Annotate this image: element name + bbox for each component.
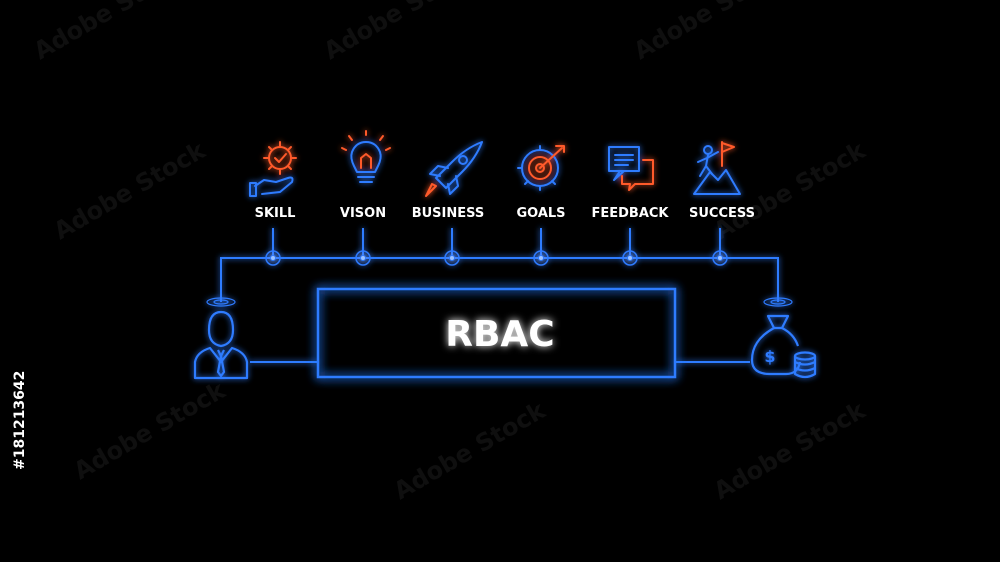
mountain-flag-icon xyxy=(693,141,741,195)
node-business xyxy=(444,250,460,266)
watermark-text: Adobe Stock xyxy=(709,136,871,246)
connector-lines xyxy=(220,228,779,363)
chat-bubbles-icon xyxy=(608,146,654,191)
node-success xyxy=(712,250,728,266)
diagram-title: RBAC xyxy=(445,314,554,355)
money-bag-icon: $ xyxy=(750,314,817,379)
watermark-layer: Adobe Stock Adobe Stock Adobe Stock Adob… xyxy=(29,0,871,505)
watermark-text: Adobe Stock xyxy=(69,376,231,486)
label-business: BUSINESS xyxy=(412,206,485,221)
rocket-icon xyxy=(425,141,483,197)
label-skill: SKILL xyxy=(255,206,296,221)
watermark-text: Adobe Stock xyxy=(709,396,871,506)
node-goals xyxy=(533,250,549,266)
ripple-left xyxy=(206,297,236,307)
bus-nodes xyxy=(206,250,793,307)
rbac-box xyxy=(316,287,677,379)
ripple-right xyxy=(763,297,793,307)
label-goals: GOALS xyxy=(516,206,565,221)
watermark-text: Adobe Stock xyxy=(319,0,481,65)
item-icons xyxy=(249,130,741,197)
watermark-text: Adobe Stock xyxy=(29,0,191,65)
watermark-text: Adobe Stock xyxy=(629,0,791,65)
dollar-glyph: $ xyxy=(764,347,775,366)
node-feedback xyxy=(622,250,638,266)
item-labels: SKILL VISON BUSINESS GOALS FEEDBACK SUCC… xyxy=(255,206,755,221)
gear-hand-icon xyxy=(249,141,297,197)
node-vison xyxy=(355,250,371,266)
node-skill xyxy=(265,250,281,266)
lightbulb-icon xyxy=(341,130,391,183)
label-success: SUCCESS xyxy=(689,206,755,221)
watermark-text: Adobe Stock xyxy=(49,136,211,246)
watermark-text: Adobe Stock xyxy=(389,396,551,506)
stock-id: #181213642 xyxy=(12,371,28,470)
label-feedback: FEEDBACK xyxy=(591,206,669,221)
target-gear-icon xyxy=(517,145,565,191)
user-icon xyxy=(193,310,249,380)
top-bus-line xyxy=(220,257,779,302)
label-vison: VISON xyxy=(340,206,386,221)
